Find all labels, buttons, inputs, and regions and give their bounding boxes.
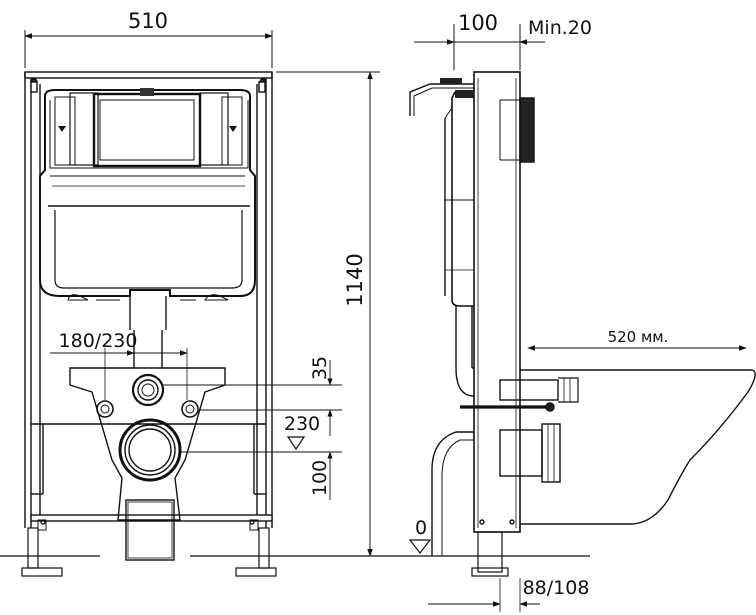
label-drain-spacing: 180/230 [59, 330, 138, 352]
front-view [21, 71, 277, 577]
dim-frame-height [276, 71, 380, 557]
dim-rear-depth [428, 578, 540, 612]
dim-flush-height [163, 360, 342, 436]
label-min-gap: Min.20 [528, 17, 592, 39]
side-view [409, 71, 579, 577]
label-outlet-height: 230 [284, 413, 320, 435]
toilet-bowl-outline [520, 369, 756, 525]
label-wall-depth: 100 [458, 11, 498, 35]
dim-drain-spacing [50, 348, 188, 400]
label-rear-depth: 88/108 [523, 577, 590, 599]
label-outlet-offset: 100 [309, 460, 331, 496]
label-bowl-projection: 520 мм. [608, 328, 669, 346]
label-flush-height: 35 [309, 356, 331, 380]
floor-level-marker [408, 539, 432, 554]
dim-frame-width [24, 30, 273, 68]
label-floor-level: 0 [415, 517, 427, 539]
dim-wall-depth [414, 24, 545, 70]
label-frame-width: 510 [128, 9, 168, 33]
dim-outlet-height [180, 436, 342, 500]
label-frame-height: 1140 [343, 253, 367, 306]
